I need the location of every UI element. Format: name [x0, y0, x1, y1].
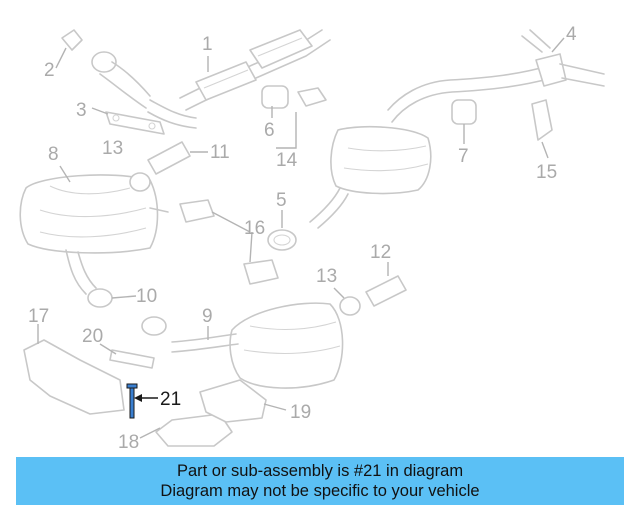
part-18-heat-shield: [155, 413, 233, 447]
callout-14: 14: [276, 150, 298, 171]
part-7-hanger: [451, 99, 477, 125]
exhaust-system-diagram: 1 2 3 4 5 6 7 8 9 10 11 12 13 13 14 15 1…: [19, 24, 605, 453]
callout-4: 4: [566, 24, 577, 45]
part-center-resonator: [309, 125, 432, 229]
callout-12: 12: [370, 242, 391, 263]
callout-13b: 13: [316, 266, 337, 287]
callout-8: 8: [48, 144, 59, 165]
part-11-tailpipe-tip: [147, 141, 191, 175]
part-5-clamp: [267, 229, 297, 251]
callout-13a: 13: [102, 138, 123, 159]
callout-6: 6: [264, 120, 275, 141]
callout-1: 1: [202, 34, 213, 55]
callout-5: 5: [276, 190, 287, 211]
callout-21: 21: [160, 389, 181, 410]
callout-9: 9: [202, 306, 213, 327]
info-banner: Part or sub-assembly is #21 in diagram D…: [16, 457, 624, 505]
part-2-gasket: [61, 29, 83, 51]
part-16-hanger-b: [243, 259, 279, 285]
callout-17: 17: [28, 306, 49, 327]
part-12-tailpipe-tip: [365, 275, 407, 307]
part-16-hanger: [179, 199, 215, 223]
callout-18: 18: [118, 432, 139, 453]
banner-part-line: Part or sub-assembly is #21 in diagram: [176, 462, 464, 480]
part-20-strap: [109, 349, 155, 369]
part-14-bracket: [297, 87, 327, 107]
part-13-clamp-b: [339, 296, 361, 316]
part-3-flange: [105, 111, 165, 135]
callout-15: 15: [536, 162, 557, 183]
part-1-front-pipe: [91, 29, 331, 129]
leader-lines: [37, 37, 565, 439]
callout-10: 10: [136, 286, 157, 307]
part-17-heat-shield: [23, 339, 125, 415]
callout-numbers: 1 2 3 4 5 6 7 8 9 10 11 12 13 13 14 15 1…: [28, 24, 577, 453]
part-21-bolt: [126, 383, 138, 419]
part-15-bracket: [531, 99, 553, 141]
part-13-clamp: [129, 172, 151, 192]
part-19-heat-shield: [199, 379, 267, 423]
part-10-clamp: [87, 288, 113, 308]
callout-7: 7: [458, 146, 469, 167]
part-10-clamp-b: [141, 316, 167, 336]
callout-11: 11: [210, 142, 230, 163]
leader-21-arrow: [134, 394, 142, 402]
callout-2: 2: [44, 60, 55, 81]
callout-3: 3: [76, 100, 87, 121]
part-6-hanger: [261, 85, 289, 109]
part-8-rear-muffler: [19, 174, 169, 295]
callout-19: 19: [290, 402, 311, 423]
callout-16: 16: [244, 218, 265, 239]
part-4-rear-pipe: [387, 29, 605, 123]
callout-20: 20: [82, 326, 103, 347]
banner-disclaimer-line: Diagram may not be specific to your vehi…: [160, 482, 480, 500]
part-9-center-muffler: [171, 302, 344, 389]
